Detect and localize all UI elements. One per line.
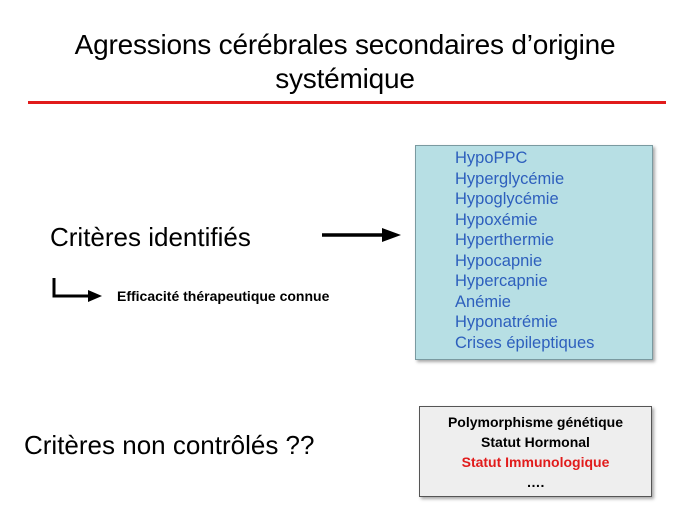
criteria-item: Hypoglycémie xyxy=(455,190,559,208)
arrow-right-icon xyxy=(322,228,401,242)
polymorphisme-line: Polymorphisme génétique xyxy=(447,414,624,430)
title-line-2: systémique xyxy=(275,63,415,94)
criteria-item: Hypercapnie xyxy=(455,272,548,290)
statut-hormonal-line: Statut Hormonal xyxy=(481,434,590,450)
title-line-1: Agressions cérébrales secondaires d’orig… xyxy=(74,29,616,60)
criteria-item: Anémie xyxy=(455,292,511,311)
elbow-arrow-icon xyxy=(52,278,102,302)
criteria-item: HypoPPC xyxy=(455,149,528,167)
criteria-item: Hyperthermie xyxy=(455,231,555,249)
ellipsis-line: …. xyxy=(526,474,545,490)
identified-criteria-box: HypoPPC Hyperglycémie Hypoglycémie Hypox… xyxy=(415,145,653,360)
efficacite-therapeutique-label: Efficacité thérapeutique connue xyxy=(117,288,330,304)
identified-criteria-list: HypoPPC Hyperglycémie Hypoglycémie Hypox… xyxy=(455,148,594,353)
criteres-identifies-label: Critères identifiés xyxy=(50,222,251,252)
criteres-non-controles-label: Critères non contrôlés ?? xyxy=(24,430,315,460)
criteria-item: Hypoxémie xyxy=(455,210,538,229)
criteria-item: Hyponatrémie xyxy=(455,313,558,331)
statut-immunologique-line: Statut Immunologique xyxy=(461,454,610,470)
uncontrolled-criteria-box: Polymorphisme génétique Statut Hormonal … xyxy=(419,406,652,497)
slide-title: Agressions cérébrales secondaires d’orig… xyxy=(20,28,670,96)
criteria-item: Hyperglycémie xyxy=(455,169,565,188)
title-underline xyxy=(28,101,666,104)
criteria-item: Crises épileptiques xyxy=(455,333,595,352)
criteria-item: Hypocapnie xyxy=(455,251,543,270)
